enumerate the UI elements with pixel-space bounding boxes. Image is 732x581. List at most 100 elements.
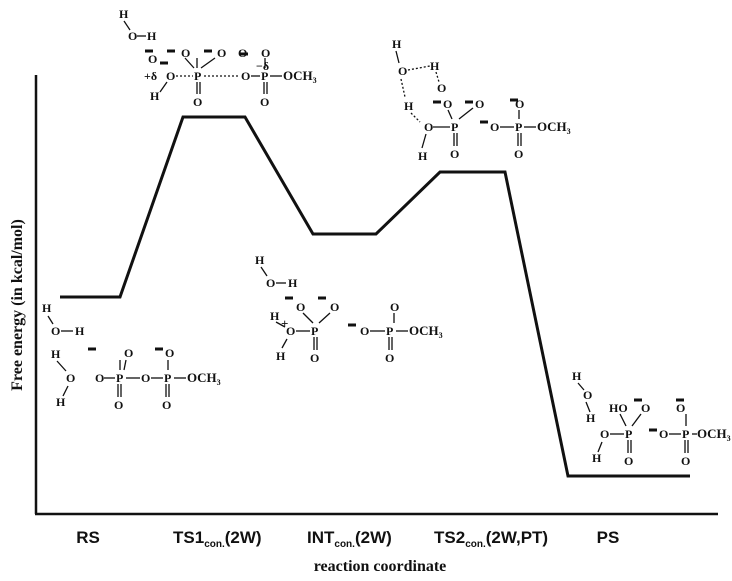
rs-p2: P	[164, 371, 171, 385]
ps-water-h2: H	[586, 411, 596, 425]
rs-structure: H O H O O H O H O P O O P O OCH3	[42, 301, 221, 412]
ts1-o-top3: O	[238, 46, 247, 60]
ts1-methoxy: OCH3	[283, 68, 317, 85]
int-water-o: O	[266, 276, 275, 290]
ts1-h-nuc: H	[150, 89, 160, 103]
state-label-ts1-sub: con.	[204, 539, 225, 550]
int-o-bottom2: O	[385, 351, 394, 365]
ps-methoxy-3: 3	[727, 434, 731, 443]
rs-o-bottom2: O	[162, 398, 171, 412]
rs-water1-h1: H	[42, 301, 52, 315]
state-label-ts1-tail: (2W)	[225, 528, 262, 547]
ps-o-leaving: O	[659, 427, 668, 441]
int-structure: H O H O O O H + O H P O O P O OCH3	[255, 253, 443, 365]
ts1-water-h1: H	[119, 7, 129, 21]
int-plus: +	[281, 316, 288, 331]
ts2-h-right: H	[430, 59, 440, 73]
ps-p1: P	[625, 427, 632, 441]
x-axis-title: reaction coordinate	[314, 558, 447, 575]
rs-o-top1: O	[124, 346, 133, 360]
int-water-h2: H	[288, 276, 298, 290]
ts2-o-leaving: O	[490, 120, 499, 134]
ts1-o-top4: O	[261, 46, 270, 60]
state-label-int: INTcon.(2W)	[307, 528, 392, 550]
ps-o-bottom1: O	[624, 454, 633, 468]
rs-o-top2: O	[165, 346, 174, 360]
rs-methoxy-3: 3	[217, 378, 221, 387]
ts1-minus-delta: −δ	[256, 59, 269, 73]
rs-water2-o: O	[66, 371, 75, 385]
ts2-o-upper: O	[437, 81, 446, 95]
rs-water1-h2: H	[75, 324, 85, 338]
rs-o-bridge: O	[141, 371, 150, 385]
ts2-p1: P	[451, 120, 458, 134]
state-label-int-tail: (2W)	[355, 528, 392, 547]
int-methoxy-3: 3	[439, 331, 443, 340]
ps-structure: H O H HO O O O H P O O P O OCH3	[572, 369, 731, 468]
ts2-methoxy: OCH3	[537, 119, 571, 136]
ts1-o-top1: O	[181, 46, 190, 60]
rs-water2-h2: H	[56, 395, 66, 409]
state-label-rs: RS	[76, 528, 100, 547]
ts1-o-top2: O	[217, 46, 226, 60]
int-h-bottom: H	[276, 349, 286, 363]
state-label-ts2-sub: con.	[465, 539, 486, 550]
ts2-p2: P	[515, 120, 522, 134]
state-label-ts2-tail: (2W,PT)	[486, 528, 548, 547]
ps-methoxy-och: OCH	[697, 426, 727, 441]
ts2-structure: H O H H O H O O P O O O P O O	[392, 37, 571, 163]
ps-o-bottom2: O	[681, 454, 690, 468]
ts1-o-bridge: O	[241, 69, 250, 83]
ts2-methoxy-och: OCH	[537, 119, 567, 134]
ps-h-bottom: H	[592, 451, 602, 465]
rs-o-left: O	[95, 371, 104, 385]
ts2-h-mid: H	[404, 99, 414, 113]
state-label-ts1: TS1con.(2W)	[173, 528, 262, 550]
int-o-top2: O	[330, 300, 339, 314]
rs-methoxy: OCH3	[187, 370, 221, 387]
ts1-o-left: O	[148, 52, 157, 66]
ts1-o-bottom1: O	[193, 95, 202, 109]
ts1-methoxy-3: 3	[313, 76, 317, 85]
y-axis-title: Free energy (in kcal/mol)	[9, 219, 26, 391]
ts2-o-bottom2: O	[514, 147, 523, 161]
int-p2: P	[386, 324, 393, 338]
int-h-top: H	[270, 309, 280, 323]
state-label-ts2: TS2con.(2W,PT)	[434, 528, 548, 550]
int-o-bottom1: O	[310, 351, 319, 365]
ps-o-top2: O	[676, 401, 685, 415]
ts1-o-nuc: O	[166, 69, 175, 83]
ts1-o-bottom2: O	[260, 95, 269, 109]
ps-water-o: O	[583, 388, 592, 402]
ps-p2: P	[682, 427, 689, 441]
ts1-water-h2: H	[147, 29, 157, 43]
state-label-ts2-main: TS2	[434, 528, 465, 547]
ts1-p2: P	[261, 69, 268, 83]
ts1-plus-delta: +δ	[144, 69, 157, 83]
int-water-h1: H	[255, 253, 265, 267]
ps-ho: HO	[609, 401, 628, 415]
rs-water2-h1: H	[51, 347, 61, 361]
int-methoxy: OCH3	[409, 323, 443, 340]
ts2-o-right: O	[475, 97, 484, 111]
int-o-leaving: O	[360, 324, 369, 338]
int-o-top3: O	[390, 300, 399, 314]
ts2-methoxy-3: 3	[567, 127, 571, 136]
ts2-h-bottom: H	[418, 149, 428, 163]
rs-water1-o: O	[51, 324, 60, 338]
int-o-nuc: O	[286, 324, 295, 338]
int-p1: P	[311, 324, 318, 338]
ps-water-h1: H	[572, 369, 582, 383]
state-label-ts1-main: TS1	[173, 528, 204, 547]
ps-o-left: O	[600, 427, 609, 441]
ts2-o-top2: O	[515, 97, 524, 111]
ts2-water-o: O	[398, 64, 407, 78]
ps-o-top1: O	[641, 401, 650, 415]
ts2-o-nuc: O	[424, 120, 433, 134]
energy-profile-line	[60, 115, 690, 478]
state-label-int-main: INT	[307, 528, 335, 547]
rs-methoxy-och: OCH	[187, 370, 217, 385]
state-label-int-sub: con.	[334, 539, 355, 550]
ts2-h-top: H	[392, 37, 402, 51]
